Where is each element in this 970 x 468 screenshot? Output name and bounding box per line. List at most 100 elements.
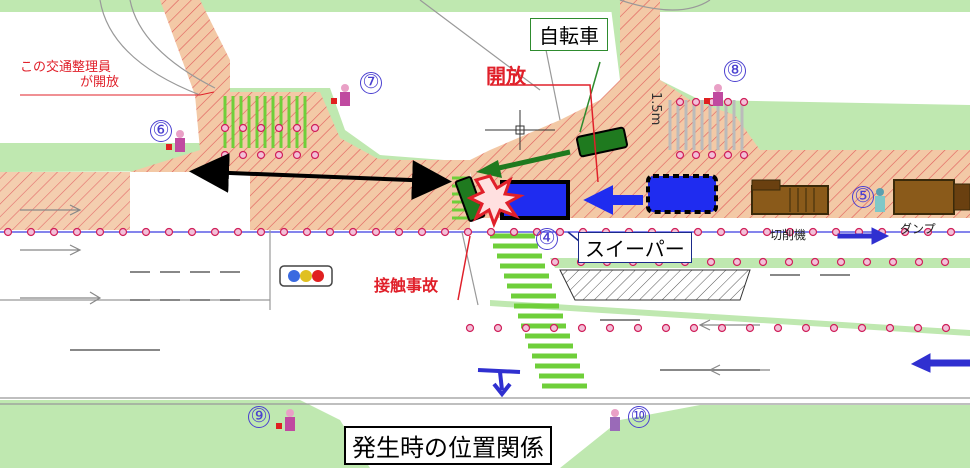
guard-note-label: この交通整理員 が開放 [20,60,119,90]
bicycle-callout-line [579,61,601,133]
guard-number-5: ⑤ [852,186,874,208]
traffic-cone [675,150,685,160]
southwest-sidewalk [0,400,370,468]
collision-label: 接触事故 [374,276,439,295]
traffic-cone [555,227,565,237]
traffic-cone [550,257,560,267]
traffic-cone [784,257,794,267]
bicycle-direction-arrow [476,149,571,178]
traffic-cone [463,227,473,237]
cone-rows [3,97,956,333]
traffic-cone [913,323,923,333]
traffic-cone [72,227,82,237]
traffic-cone [238,150,248,160]
traffic-cone [689,323,699,333]
traffic-cone [440,227,450,237]
traffic-cone [486,227,496,237]
traffic-cone [292,123,302,133]
traffic-cone [739,97,749,107]
northeast-sidewalk [610,0,970,150]
traffic-cone [417,227,427,237]
traffic-cone [256,227,266,237]
opened-gap-arrow [189,152,452,201]
dump-label: ダンプ [900,222,936,236]
traffic-cone [3,227,13,237]
traffic-cone [923,227,933,237]
guard-figures [166,84,885,431]
traffic-cone [829,323,839,333]
road-lines [0,0,970,405]
traffic-cone [739,150,749,160]
traffic-cone [773,323,783,333]
traffic-cone [577,323,587,333]
traffic-cone [675,97,685,107]
traffic-cone [509,227,519,237]
traffic-cone [862,257,872,267]
guard-note-line-1: この交通整理員 [20,60,112,75]
guard-number-10: ⑩ [628,406,650,428]
traffic-cone [717,323,727,333]
median-island [559,269,751,301]
traffic-cone [888,257,898,267]
traffic-cone [716,227,726,237]
southeast-sidewalk [560,405,970,468]
traffic-cone [633,323,643,333]
traffic-cone [661,323,671,333]
traffic-cone [762,227,772,237]
traffic-cone [310,150,320,160]
bicycle-previous-position [576,126,628,158]
traffic-cone [914,257,924,267]
traffic-cone [465,323,475,333]
traffic-cone [691,97,701,107]
traffic-cone [493,323,503,333]
traffic-cone [745,323,755,333]
traffic-cone [26,227,36,237]
collision-burst [466,174,525,229]
traffic-cone [808,227,818,237]
traffic-cone [605,323,615,333]
traffic-cone [238,123,248,133]
traffic-cone [164,227,174,237]
blue-direction-arrows [477,227,970,398]
guard-6-figure [166,130,185,152]
traffic-cone [279,227,289,237]
traffic-cone [95,227,105,237]
traffic-cone [210,227,220,237]
traffic-cone [801,323,811,333]
traffic-cone [325,227,335,237]
cutter-machine [751,179,829,215]
traffic-cone [220,150,230,160]
traffic-cone [256,150,266,160]
road-arrows [20,204,770,376]
traffic-cone [946,227,956,237]
traffic-signal-icon [279,265,333,287]
traffic-cone [274,150,284,160]
sweeper-label: スイーパー [578,232,692,263]
traffic-cone [274,123,284,133]
collision-callout-line [457,235,471,301]
traffic-cone [693,227,703,237]
traffic-cone [187,227,197,237]
guard-number-8: ⑧ [724,60,746,82]
guard-9-figure [276,409,295,431]
traffic-cone [785,227,795,237]
traffic-cone [691,150,701,160]
traffic-cone [885,323,895,333]
traffic-cone [900,227,910,237]
traffic-cone [292,150,302,160]
dump-truck [893,179,970,215]
guard-note-line [20,91,215,96]
traffic-cone [810,257,820,267]
traffic-cone [220,123,230,133]
lane-width-marker: 1.5m [648,92,663,125]
guard-number-7: ⑦ [360,72,382,94]
guard-number-9: ⑨ [248,406,270,428]
traffic-cone [758,257,768,267]
traffic-cone [732,257,742,267]
traffic-cone [723,97,733,107]
traffic-cone [233,227,243,237]
traffic-cone [836,257,846,267]
traffic-cone [707,150,717,160]
